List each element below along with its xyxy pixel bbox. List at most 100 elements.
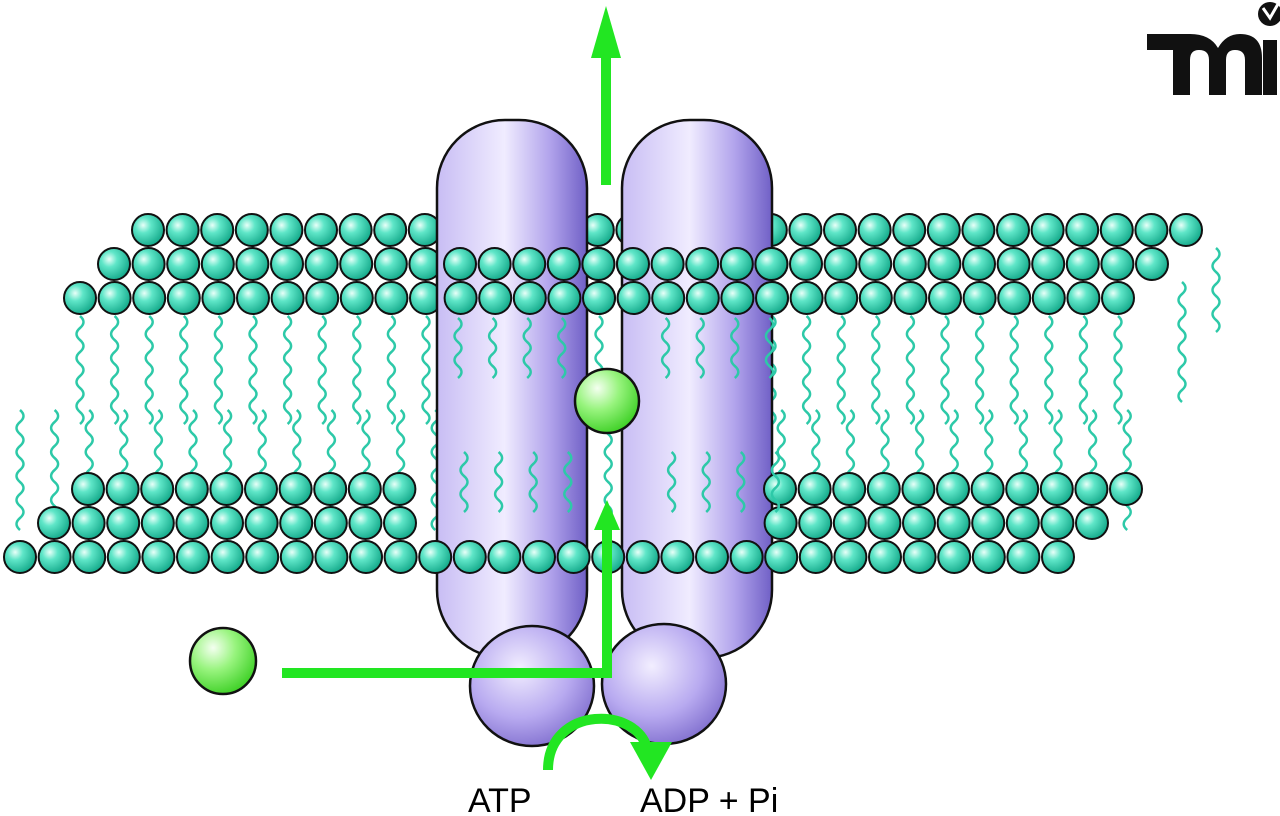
lipid-head xyxy=(522,540,556,574)
lipid-head xyxy=(314,540,349,574)
lipid-head xyxy=(175,506,210,540)
lipid-head xyxy=(892,213,927,247)
transport-path-arrow xyxy=(282,500,620,678)
lipid-tail xyxy=(528,451,538,513)
lipid-tail xyxy=(1113,315,1123,425)
lipid-head xyxy=(650,247,685,281)
lipid-head xyxy=(383,506,417,540)
lipid-head xyxy=(477,247,512,281)
lipid-head xyxy=(140,506,175,540)
lipid-head xyxy=(269,213,304,247)
lipid-head xyxy=(270,281,305,315)
lower-leaflet-lipid-heads xyxy=(3,472,1143,574)
lipid-tail xyxy=(421,315,431,425)
lipid-head xyxy=(651,281,686,315)
lipid-head xyxy=(798,506,833,540)
lipid-head xyxy=(348,506,383,540)
adp-pi-label: ADP + Pi xyxy=(640,782,778,816)
lipid-head xyxy=(685,247,720,281)
lipid-tail xyxy=(459,451,469,513)
lipid-tail xyxy=(770,451,781,513)
lipid-head xyxy=(452,540,487,574)
lipid-head xyxy=(279,506,314,540)
lipid-head xyxy=(937,540,972,574)
lipid-head xyxy=(764,540,799,574)
lipid-tail xyxy=(905,315,916,425)
lipid-tail xyxy=(801,315,812,425)
lipid-head xyxy=(1075,506,1109,540)
lipid-head xyxy=(789,281,824,315)
lipid-tail xyxy=(563,451,573,513)
lipid-head xyxy=(797,472,832,506)
lipid-tail xyxy=(144,315,154,425)
lipid-head xyxy=(893,281,928,315)
lipid-tail xyxy=(522,317,532,379)
lipid-head xyxy=(71,472,105,506)
lipid-head xyxy=(789,247,823,281)
core-lipid-tails-front xyxy=(453,317,781,513)
lipid-head xyxy=(487,540,522,574)
lipid-head xyxy=(1031,247,1066,281)
lipid-head xyxy=(72,540,107,574)
lipid-tail xyxy=(352,315,362,425)
lipid-tail xyxy=(730,317,740,379)
lipid-head xyxy=(1041,540,1075,574)
lipid-head xyxy=(866,472,901,506)
lipid-head xyxy=(1030,213,1065,247)
lipid-head xyxy=(763,472,797,506)
lipid-head xyxy=(720,281,755,315)
lipid-tail xyxy=(1078,315,1089,425)
lipid-tail xyxy=(660,317,671,379)
lipid-head xyxy=(798,540,833,574)
lipid-head xyxy=(166,247,201,281)
lipid-head xyxy=(936,506,971,540)
lipid-head xyxy=(210,506,244,540)
lipid-head xyxy=(234,213,269,247)
lipid-tail xyxy=(386,315,397,425)
upper-leaflet-front-heads xyxy=(443,247,789,315)
lipid-head xyxy=(755,281,789,315)
lipid-head xyxy=(901,472,936,506)
lipid-head xyxy=(278,472,313,506)
lipid-head xyxy=(1005,506,1040,540)
lipid-head xyxy=(546,247,581,281)
substrate-outside xyxy=(188,626,258,696)
lipid-head xyxy=(236,281,270,315)
lipid-tail xyxy=(1044,315,1054,425)
lipid-head xyxy=(374,281,409,315)
lipid-head xyxy=(625,540,660,574)
lipid-tail xyxy=(248,315,258,425)
lipid-head xyxy=(383,540,418,574)
atp-binding-domain-left xyxy=(468,624,596,748)
lipid-tail xyxy=(836,315,846,425)
lipid-head xyxy=(833,540,868,574)
lipid-head xyxy=(512,247,547,281)
lipid-head xyxy=(858,281,893,315)
lipid-head xyxy=(106,540,141,574)
lipid-head xyxy=(166,281,201,315)
lipid-head xyxy=(763,506,798,540)
lipid-head xyxy=(581,247,616,281)
lipid-head xyxy=(1006,540,1041,574)
lipid-tail xyxy=(940,315,950,425)
lipid-head xyxy=(512,281,547,315)
lipid-head xyxy=(176,540,210,574)
lipid-head xyxy=(141,540,176,574)
lipid-head xyxy=(1005,472,1040,506)
lipid-head xyxy=(305,281,340,315)
lipid-head xyxy=(1065,247,1100,281)
lipid-head xyxy=(892,247,927,281)
lipid-head xyxy=(970,472,1005,506)
lipid-head xyxy=(1101,281,1135,315)
lipid-head xyxy=(902,540,937,574)
exit-arrow xyxy=(591,6,621,185)
lipid-head xyxy=(339,247,374,281)
lipid-head xyxy=(3,540,37,574)
lipid-head xyxy=(245,540,280,574)
lipid-head xyxy=(1074,472,1109,506)
lipid-head xyxy=(373,247,408,281)
lipid-tail xyxy=(213,315,224,425)
lipid-head xyxy=(210,540,245,574)
lipid-head xyxy=(37,540,72,574)
